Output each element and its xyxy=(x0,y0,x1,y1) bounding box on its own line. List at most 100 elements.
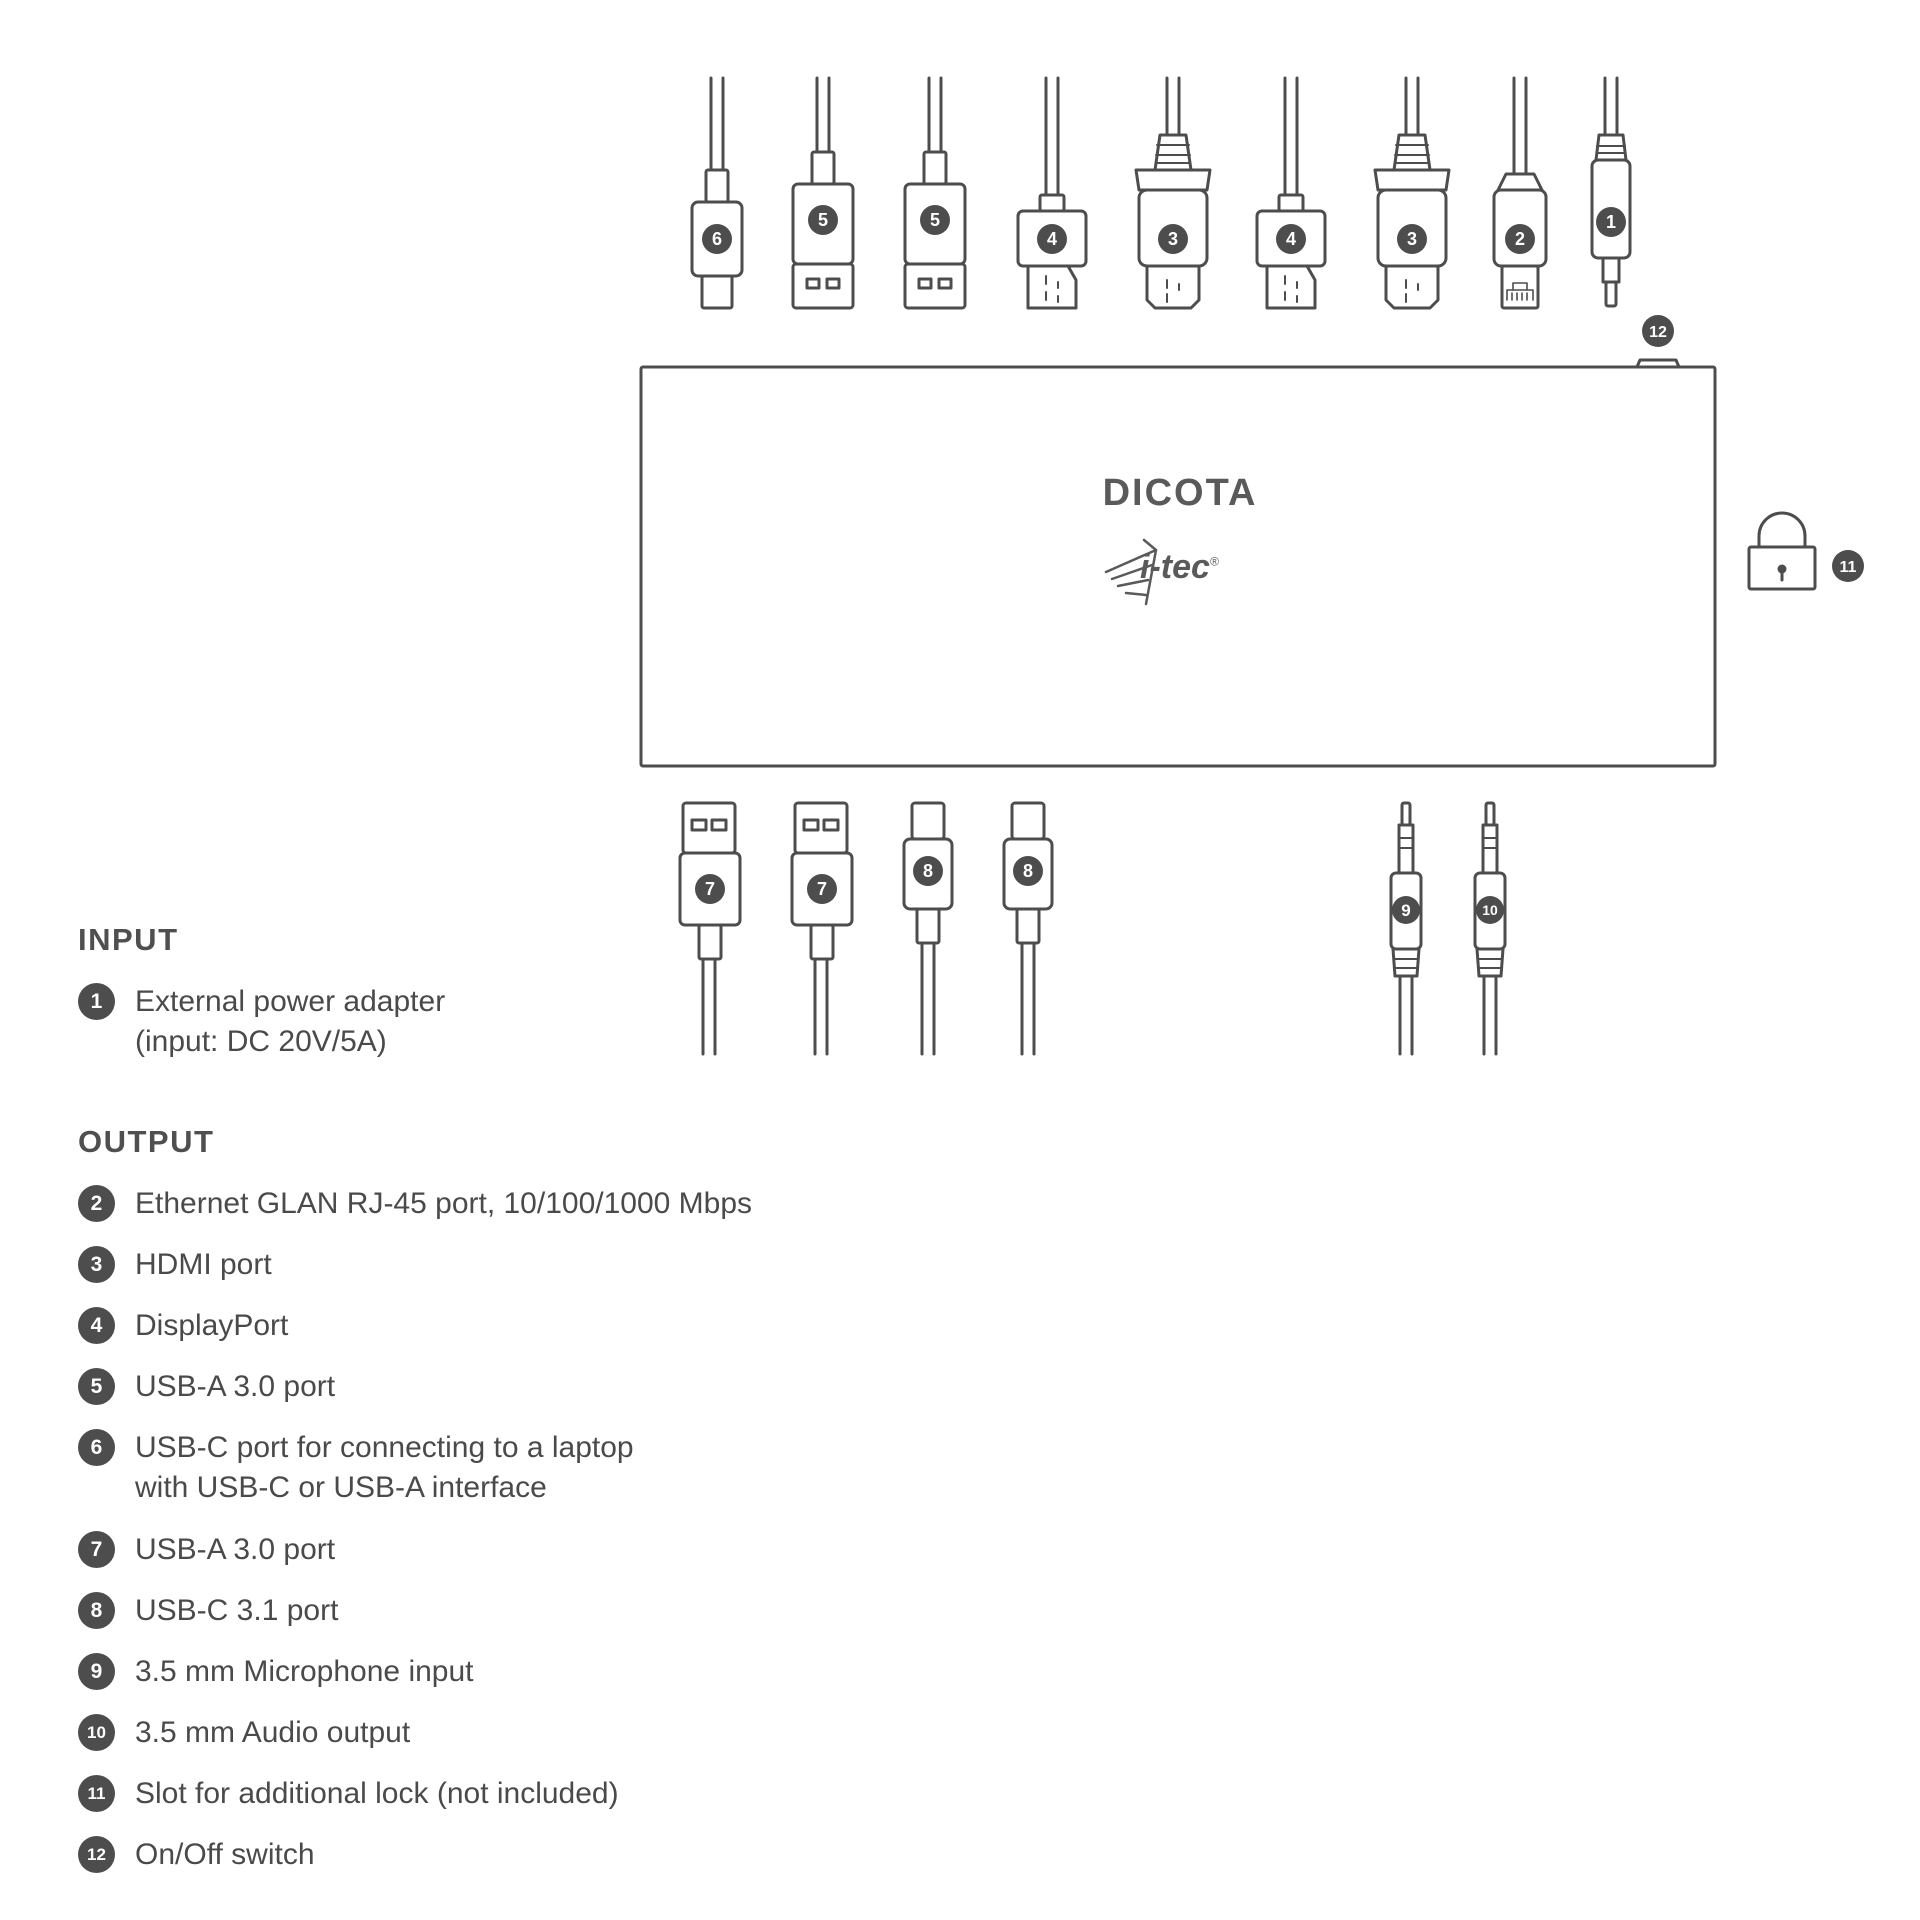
legend-item-11: 11 Slot for additional lock (not include… xyxy=(78,1774,619,1814)
legend-text-10: 3.5 mm Audio output xyxy=(135,1713,410,1753)
legend-item-7: 7 USB-A 3.0 port xyxy=(78,1530,335,1570)
legend-badge-9: 9 xyxy=(78,1653,115,1690)
callout-badge-8b xyxy=(1013,856,1043,886)
legend-item-8: 8 USB-C 3.1 port xyxy=(78,1591,338,1631)
brand-logo-itec-text: i-tec xyxy=(1140,548,1210,586)
legend-text-11: Slot for additional lock (not included) xyxy=(135,1774,619,1814)
legend-badge-8: 8 xyxy=(78,1592,115,1629)
legend-item-5: 5 USB-A 3.0 port xyxy=(78,1367,335,1407)
lock-icon xyxy=(1747,511,1817,591)
callout-badge-11 xyxy=(1832,550,1864,582)
callout-badge-7a xyxy=(695,874,725,904)
input-heading: INPUT xyxy=(78,922,179,957)
callout-label-8a: 8 xyxy=(923,861,933,881)
output-heading: OUTPUT xyxy=(78,1124,215,1159)
legend-item-10: 10 3.5 mm Audio output xyxy=(78,1713,410,1753)
callout-badge-4b xyxy=(1276,224,1306,254)
callout-badge-3a xyxy=(1158,224,1188,254)
callout-badge-5a xyxy=(808,205,838,235)
legend-badge-6: 6 xyxy=(78,1429,115,1466)
legend-text-line: HDMI port xyxy=(135,1248,272,1281)
legend-text-line: On/Off switch xyxy=(135,1838,315,1871)
callout-label-4a: 4 xyxy=(1047,229,1057,249)
callout-label-5a: 5 xyxy=(818,210,828,230)
callout-label-5b: 5 xyxy=(930,210,940,230)
connector-hdmi-3a xyxy=(1134,76,1212,310)
legend-badge-3: 3 xyxy=(78,1246,115,1283)
legend-text-line: USB-C port for connecting to a laptop xyxy=(135,1431,634,1464)
legend-item-2: 2 Ethernet GLAN RJ-45 port, 10/100/1000 … xyxy=(78,1184,752,1224)
callout-label-1: 1 xyxy=(1606,212,1616,232)
connector-displayport-4a xyxy=(1016,76,1088,310)
connector-usb-c-6 xyxy=(690,76,744,310)
connector-hdmi-3b xyxy=(1373,76,1451,310)
legend-text-6: USB-C port for connecting to a laptop wi… xyxy=(135,1428,634,1508)
legend-text-line: DisplayPort xyxy=(135,1309,289,1342)
legend-text-line: with USB-C or USB-A interface xyxy=(135,1471,547,1504)
legend-badge-11: 11 xyxy=(78,1775,115,1812)
legend-badge-4: 4 xyxy=(78,1307,115,1344)
legend-text-9: 3.5 mm Microphone input xyxy=(135,1652,474,1692)
callout-label-7b: 7 xyxy=(817,879,827,899)
connector-usb-a-7a xyxy=(678,801,742,1056)
connector-displayport-4b xyxy=(1255,76,1327,310)
callout-label-9: 9 xyxy=(1401,901,1410,920)
legend-text-line: Slot for additional lock (not included) xyxy=(135,1777,619,1810)
legend-text-7: USB-A 3.0 port xyxy=(135,1530,335,1570)
connector-rj45-2 xyxy=(1492,76,1548,310)
callout-badge-12 xyxy=(1642,315,1674,347)
callout-label-3a: 3 xyxy=(1168,229,1178,249)
callout-label-3b: 3 xyxy=(1407,229,1417,249)
legend-text-8: USB-C 3.1 port xyxy=(135,1591,338,1631)
dock-body xyxy=(639,365,1717,768)
callout-label-2: 2 xyxy=(1515,229,1525,249)
callout-badge-3b xyxy=(1397,224,1427,254)
callout-badge-4a xyxy=(1037,224,1067,254)
power-switch[interactable] xyxy=(1635,358,1681,369)
connector-usb-c-8b xyxy=(1002,801,1054,1056)
connector-audio-jack-9 xyxy=(1389,801,1423,1056)
callout-badge-1 xyxy=(1596,207,1626,237)
legend-text-line: (input: DC 20V/5A) xyxy=(135,1025,387,1058)
legend-text-3: HDMI port xyxy=(135,1245,272,1285)
callout-badge-6 xyxy=(702,224,732,254)
legend-item-3: 3 HDMI port xyxy=(78,1245,272,1285)
callout-label-11: 11 xyxy=(1840,559,1857,576)
connector-usb-c-8a xyxy=(902,801,954,1056)
legend-text-line: USB-A 3.0 port xyxy=(135,1533,336,1566)
registered-mark: ® xyxy=(1209,554,1219,569)
callout-badge-5b xyxy=(920,205,950,235)
itec-logo-mark xyxy=(1104,538,1158,606)
legend-item-1: 1 External power adapter (input: DC 20V/… xyxy=(78,982,445,1062)
connector-audio-jack-10 xyxy=(1473,801,1507,1056)
legend-badge-5: 5 xyxy=(78,1368,115,1405)
legend-badge-2: 2 xyxy=(78,1185,115,1222)
callout-badge-8a xyxy=(913,856,943,886)
legend-badge-1: 1 xyxy=(78,983,115,1020)
legend-text-4: DisplayPort xyxy=(135,1306,288,1346)
legend-text-line: Ethernet GLAN RJ-45 port, 10/100/1000 Mb… xyxy=(135,1187,753,1220)
callout-label-7a: 7 xyxy=(705,879,715,899)
callout-badge-9 xyxy=(1392,896,1420,924)
legend-item-4: 4 DisplayPort xyxy=(78,1306,288,1346)
connector-usb-a-5b xyxy=(903,76,967,310)
brand-logo-dicota: DICOTA xyxy=(1102,472,1258,514)
legend-text-line: USB-A 3.0 port xyxy=(135,1370,336,1403)
callout-badge-2 xyxy=(1505,224,1535,254)
callout-label-4b: 4 xyxy=(1286,229,1296,249)
callout-label-6: 6 xyxy=(712,229,722,249)
legend-badge-12: 12 xyxy=(78,1836,115,1873)
legend-text-12: On/Off switch xyxy=(135,1835,315,1875)
legend-badge-10: 10 xyxy=(78,1714,115,1751)
callout-badge-7b xyxy=(807,874,837,904)
legend-text-line: 3.5 mm Microphone input xyxy=(135,1655,474,1688)
legend-item-9: 9 3.5 mm Microphone input xyxy=(78,1652,474,1692)
callout-label-12: 12 xyxy=(1649,324,1667,341)
connector-usb-a-5a xyxy=(791,76,855,310)
legend-text-2: Ethernet GLAN RJ-45 port, 10/100/1000 Mb… xyxy=(135,1184,752,1224)
legend-text-5: USB-A 3.0 port xyxy=(135,1367,335,1407)
legend-text-line: External power adapter xyxy=(135,985,446,1018)
legend-badge-7: 7 xyxy=(78,1531,115,1568)
legend-text-line: 3.5 mm Audio output xyxy=(135,1716,411,1749)
